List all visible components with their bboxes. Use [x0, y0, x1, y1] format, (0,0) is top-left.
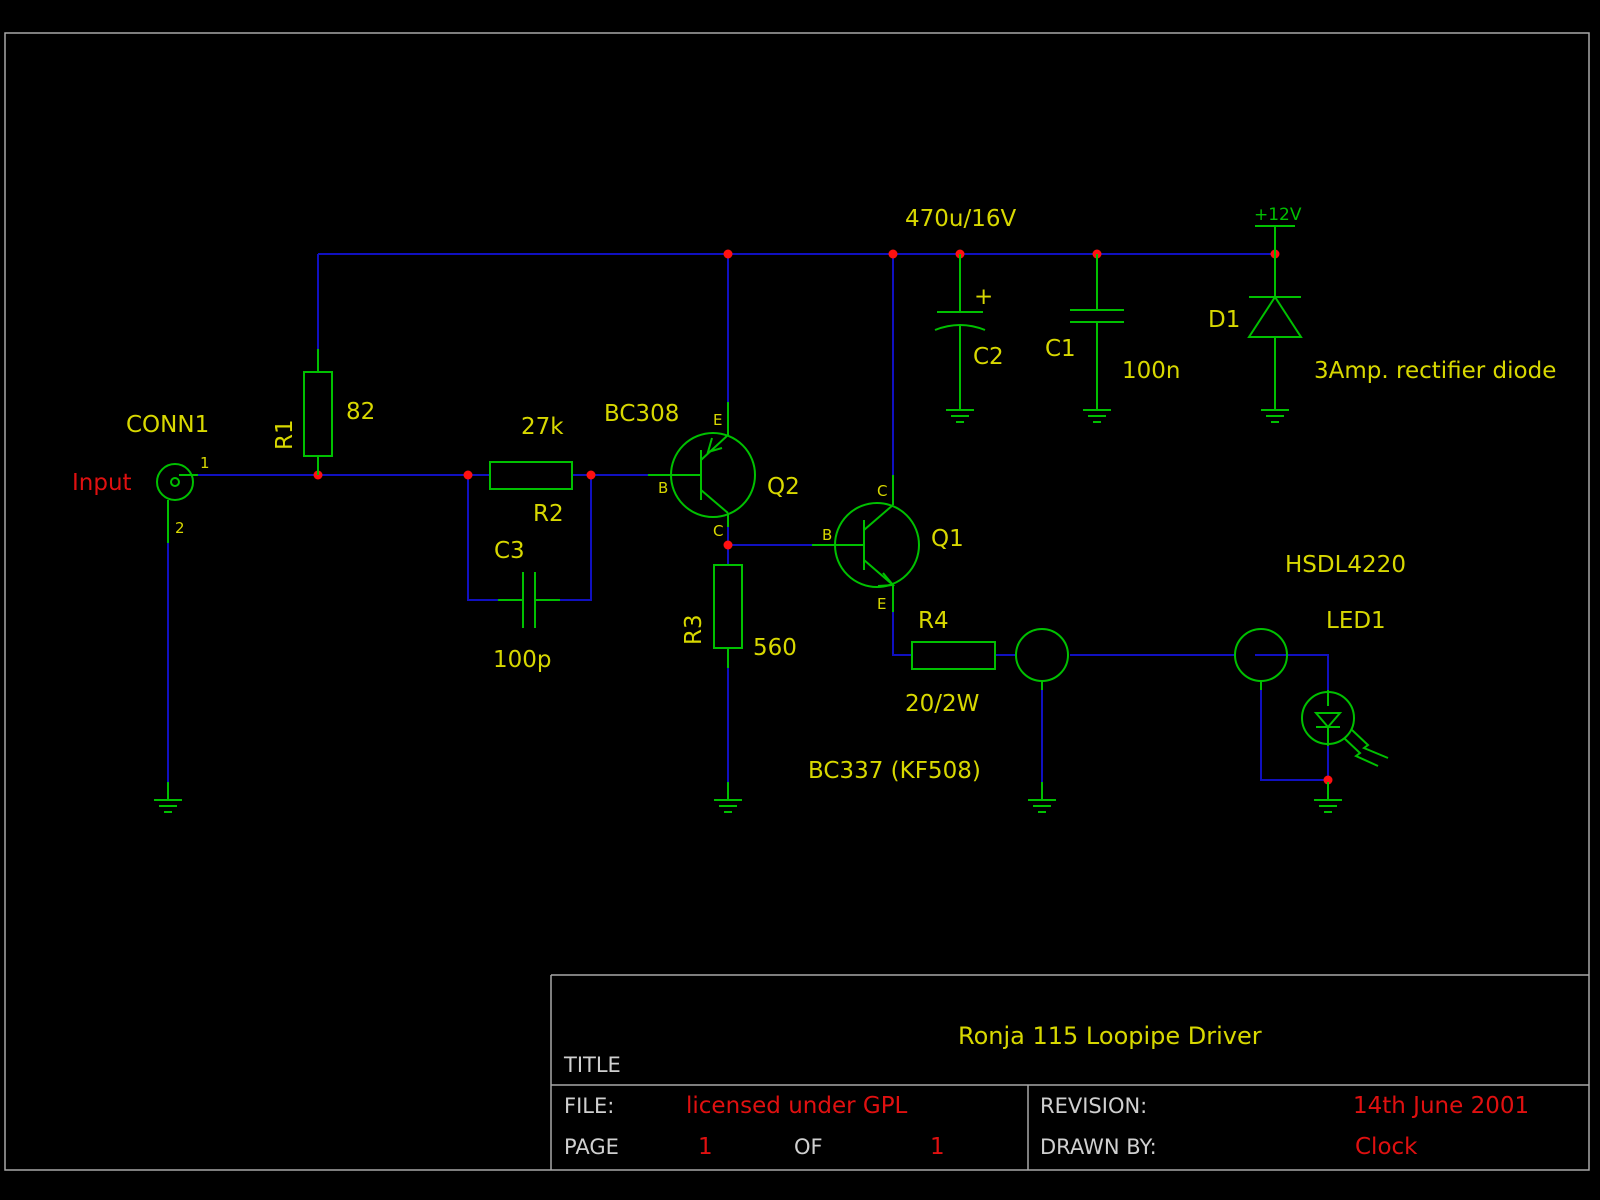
wires — [167, 253, 1329, 782]
c1-capacitor — [1070, 254, 1124, 392]
q1-type-label: BC337 (KF508) — [808, 758, 981, 784]
input-label: Input — [72, 470, 132, 496]
d1-value-label: 3Amp. rectifier diode — [1314, 358, 1556, 384]
of-value: 1 — [930, 1134, 945, 1160]
page-value: 1 — [698, 1134, 713, 1160]
c2-plus-label: + — [974, 284, 993, 310]
supply-12v-label: +12V — [1254, 205, 1302, 225]
title-block: TITLE Ronja 115 Loopipe Driver FILE: lic… — [550, 974, 1589, 1170]
of-caption: OF — [794, 1135, 823, 1159]
c3-capacitor — [498, 572, 560, 628]
r1-resistor — [303, 349, 333, 475]
q1-ref-label: Q1 — [931, 526, 964, 552]
r2-value-label: 27k — [521, 414, 564, 440]
r2-resistor — [489, 461, 573, 490]
revision-value: 14th June 2001 — [1353, 1093, 1529, 1119]
loopipe-connectors — [1015, 628, 1288, 690]
conn1-label: CONN1 — [126, 412, 209, 438]
node — [586, 470, 596, 480]
q2-collector-pin-label: C — [713, 522, 723, 540]
ground-symbol-r3 — [713, 781, 743, 813]
title-caption: TITLE — [563, 1053, 621, 1077]
r1-ref-label: R1 — [272, 419, 298, 450]
c3-value-label: 100p — [493, 647, 552, 673]
r4-value-label: 20/2W — [905, 691, 979, 717]
r1-value-label: 82 — [346, 399, 375, 425]
ground-symbol-led — [1313, 781, 1343, 813]
page-caption: PAGE — [564, 1135, 619, 1159]
led-ref-label: LED1 — [1326, 608, 1386, 634]
drawing-title: Ronja 115 Loopipe Driver — [958, 1022, 1262, 1050]
ground-symbol-d1 — [1260, 391, 1290, 423]
c1-ref-label: C1 — [1045, 336, 1076, 362]
ground-symbol-conn1 — [153, 781, 183, 813]
d1-ref-label: D1 — [1208, 307, 1240, 333]
q2-type-label: BC308 — [604, 401, 679, 427]
drawn-by-caption: DRAWN BY: — [1040, 1135, 1157, 1159]
led1-symbol — [1301, 690, 1389, 767]
node — [463, 470, 473, 480]
r2-ref-label: R2 — [533, 501, 564, 527]
c1-value-label: 100n — [1122, 358, 1180, 384]
ground-symbol-c2 — [945, 391, 975, 423]
q2-ref-label: Q2 — [767, 474, 800, 500]
c2-ref-label: C2 — [973, 344, 1004, 370]
led-type-label: HSDL4220 — [1285, 552, 1406, 578]
d1-diode — [1247, 254, 1303, 392]
q2-emitter-pin-label: E — [713, 411, 722, 429]
ground-symbol-c1 — [1082, 391, 1112, 423]
c3-ref-label: C3 — [494, 538, 525, 564]
r4-resistor — [911, 641, 996, 670]
node — [723, 249, 733, 259]
junction-nodes — [313, 249, 1333, 785]
r4-ref-label: R4 — [918, 608, 949, 634]
q1-emitter-pin-label: E — [877, 595, 886, 613]
q1-base-pin-label: B — [822, 526, 832, 544]
file-value: licensed under GPL — [686, 1093, 908, 1119]
node — [888, 249, 898, 259]
q1-collector-pin-label: C — [877, 482, 887, 500]
q2-transistor — [648, 402, 756, 527]
c2-capacitor — [934, 254, 986, 392]
ground-symbol-loopipe — [1027, 781, 1057, 813]
r3-value-label: 560 — [753, 635, 797, 661]
drawing-frame — [4, 32, 1590, 1171]
pin2-label: 2 — [175, 519, 185, 537]
revision-caption: REVISION: — [1040, 1094, 1147, 1118]
q1-transistor — [812, 475, 920, 612]
c2-value-label: 470u/16V — [905, 206, 1016, 232]
r3-ref-label: R3 — [681, 614, 707, 645]
node — [1323, 775, 1333, 785]
r3-resistor — [713, 564, 743, 668]
pin1-label: 1 — [200, 454, 210, 472]
q2-base-pin-label: B — [658, 479, 668, 497]
node — [723, 540, 733, 550]
file-caption: FILE: — [564, 1094, 614, 1118]
supply-12v-symbol — [1255, 225, 1295, 254]
component-labels: CONN1 Input 1 2 R1 82 27k R2 C3 100p BC3… — [72, 205, 1556, 784]
drawn-by-value: Clock — [1355, 1134, 1418, 1160]
conn1-symbol — [156, 463, 198, 543]
